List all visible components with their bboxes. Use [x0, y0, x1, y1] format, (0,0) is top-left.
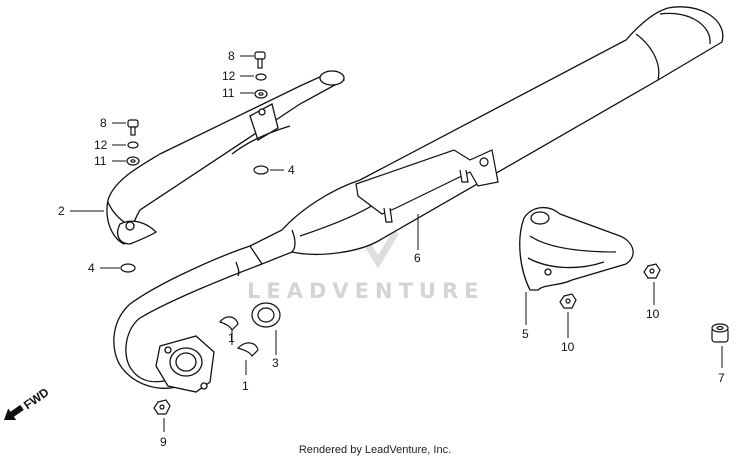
callout-10-right: 10: [646, 307, 660, 321]
exhaust-flange: [155, 335, 215, 393]
callout-11-top: 11: [222, 86, 235, 100]
callout-3: 3: [272, 356, 279, 370]
fwd-label: FWD: [21, 385, 52, 412]
callout-12-mid: 12: [94, 138, 108, 152]
callout-numbers: 8 12 11 8 12 11 4 2 4 6 5 10 10 7 3 1 1 …: [58, 49, 725, 449]
exhaust-pipe: [113, 245, 263, 389]
callout-4-left: 4: [88, 261, 95, 275]
callout-1-lower: 1: [242, 379, 249, 393]
muffler-bracket: [355, 149, 499, 223]
callout-7: 7: [718, 371, 725, 385]
callout-6: 6: [414, 251, 421, 265]
footer-credit: Rendered by LeadVenture, Inc.: [298, 444, 452, 456]
grommet-4-left: [120, 263, 136, 273]
washer-12-top: [255, 73, 267, 81]
grommet-4-right: [253, 165, 269, 175]
callout-10-lower: 10: [561, 340, 575, 354]
leader-lines: [70, 55, 723, 432]
heat-protector-pipe: [106, 70, 345, 245]
callout-11-mid: 11: [94, 154, 107, 168]
hardware-parts: [120, 51, 729, 415]
leadventure-watermark: LEADVENTURE: [247, 230, 484, 303]
fwd-direction-indicator: FWD: [4, 385, 52, 420]
bolt-8-top-shank: [257, 58, 263, 69]
callout-8-mid: 8: [100, 116, 107, 130]
callout-5: 5: [522, 327, 529, 341]
collet-1-lower: [236, 342, 259, 358]
bolt-8-top-head: [254, 51, 266, 60]
callout-4-right: 4: [288, 163, 295, 177]
collet-1-upper: [219, 316, 239, 332]
callout-2: 2: [58, 204, 65, 218]
fwd-arrow-icon: [4, 404, 24, 420]
callout-9: 9: [160, 435, 167, 449]
washer-12-mid: [127, 141, 139, 149]
bolt-8-mid-head: [127, 119, 139, 128]
muffler-body: [249, 6, 724, 265]
watermark-text: LEADVENTURE: [247, 279, 484, 303]
callout-1-upper: 1: [228, 331, 235, 345]
bolt-8-mid-shank: [130, 126, 136, 136]
callout-8-top: 8: [228, 49, 235, 63]
muffler-protector: [519, 207, 634, 291]
callout-12-top: 12: [222, 69, 236, 83]
